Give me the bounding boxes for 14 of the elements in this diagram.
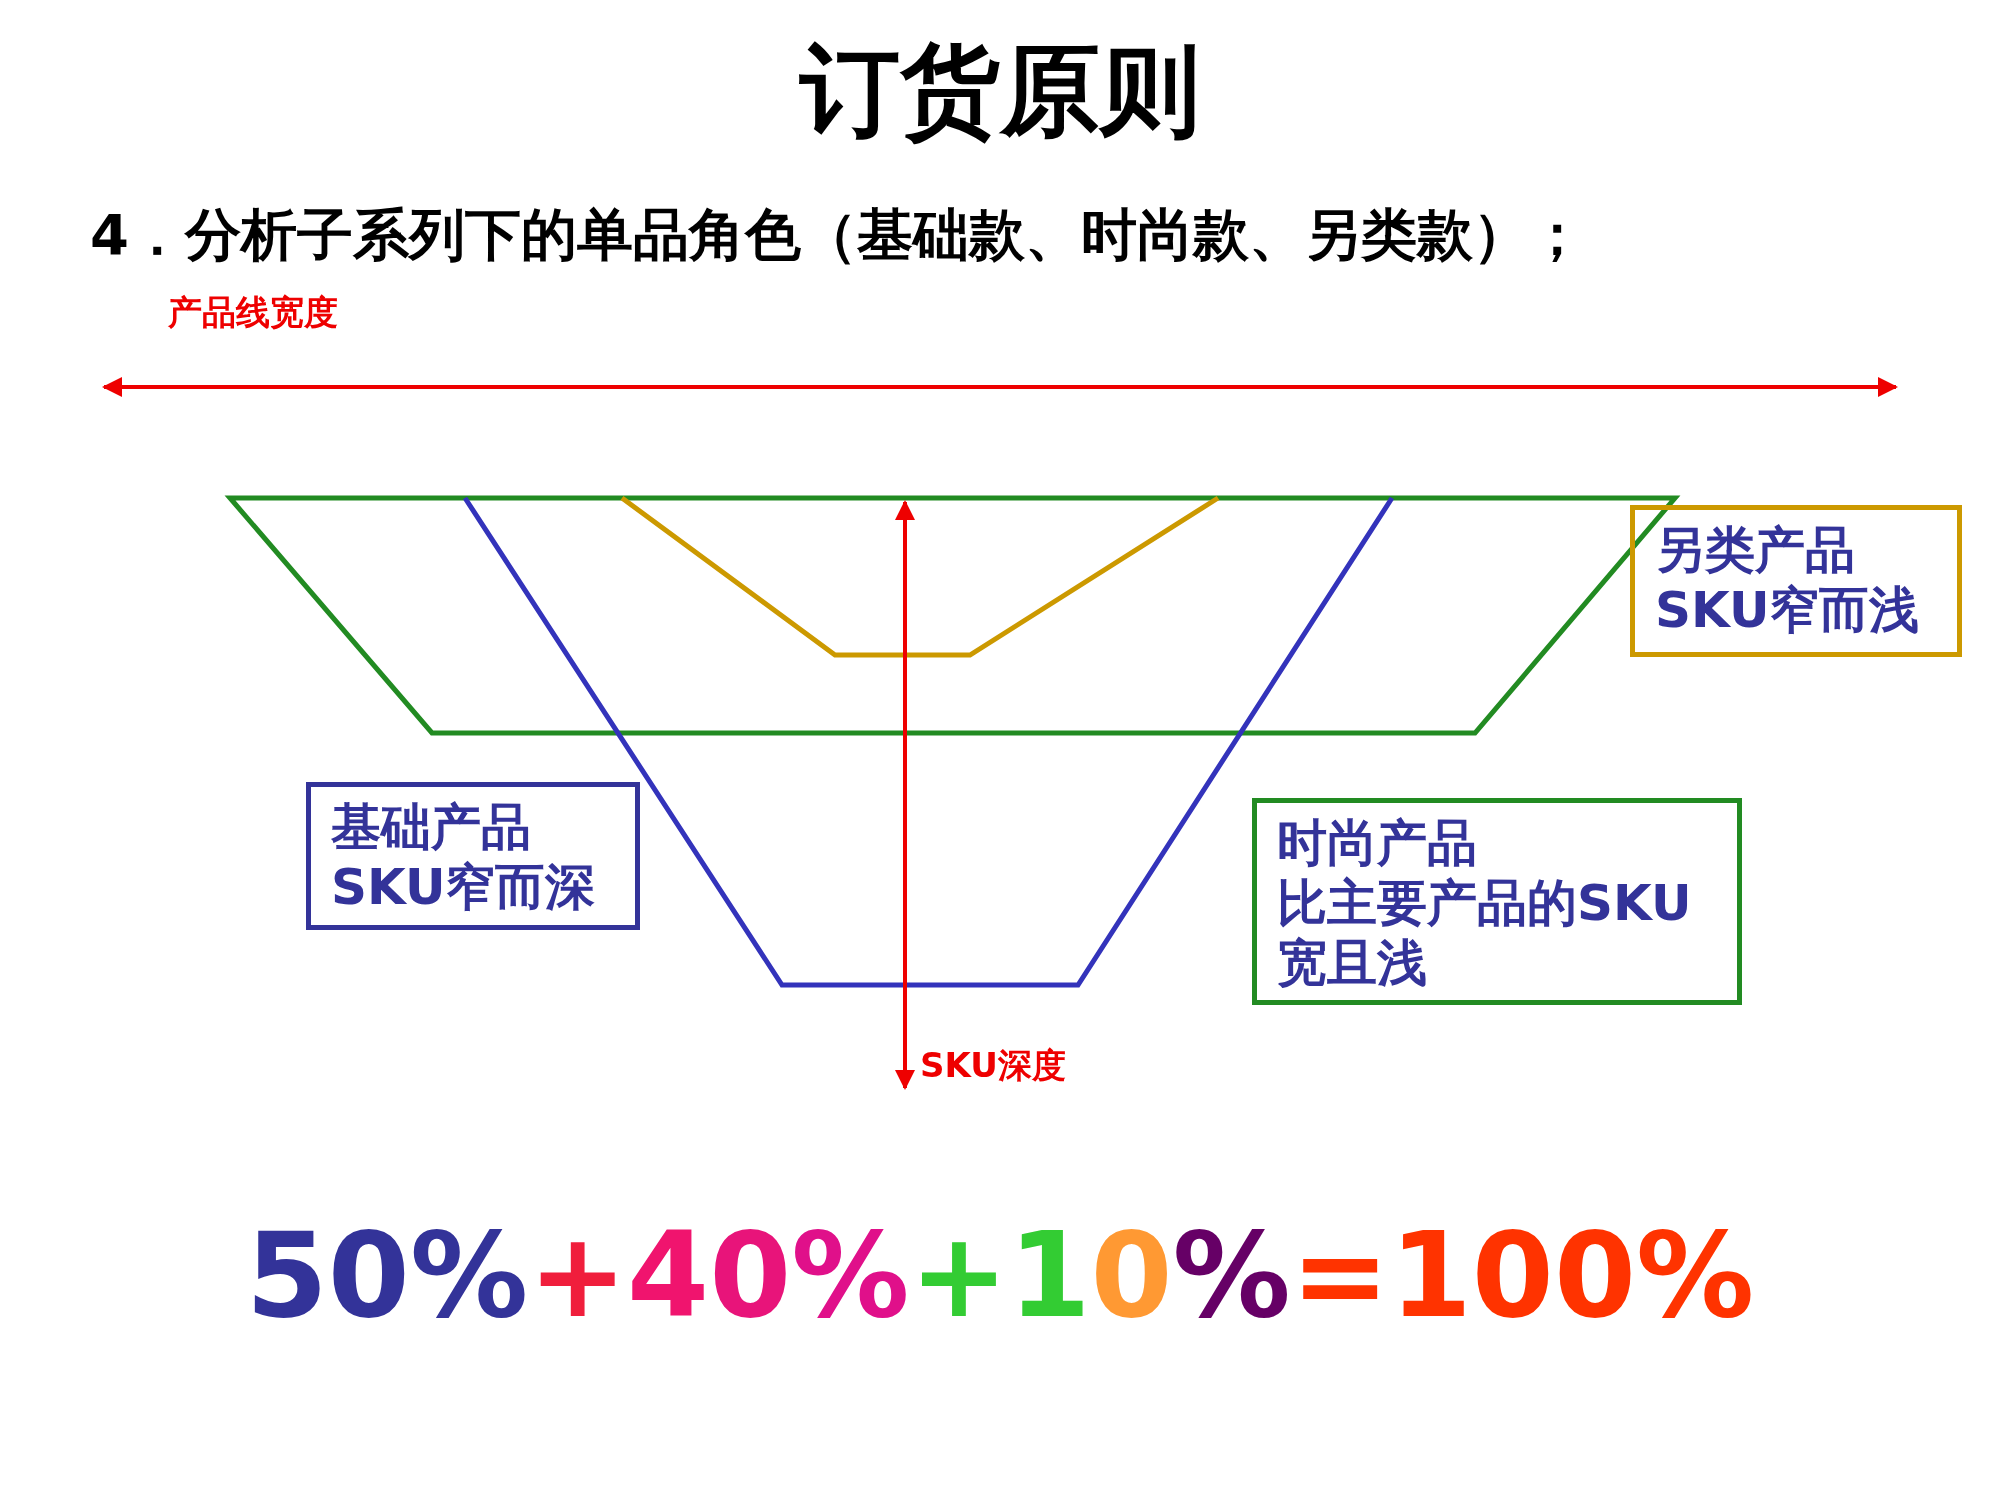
title: 订货原则: [798, 30, 1201, 150]
label-box: [306, 782, 640, 930]
box-text: 比主要产品的SKU宽且浅: [1277, 873, 1693, 993]
box-heading: 时尚产品: [1277, 813, 1478, 873]
axis-label: SKU深度: [920, 1045, 1066, 1085]
box-text: SKU窄而深: [331, 857, 597, 917]
box-heading: 基础产品: [331, 797, 532, 857]
axis-label: 产品线宽度: [168, 292, 338, 332]
label-box: [1252, 798, 1742, 1005]
box-text: SKU窄而浅: [1655, 580, 1921, 640]
label-box: [1630, 505, 1962, 657]
formula: 50%+40%+10%=100%: [244, 1205, 1756, 1345]
box-heading: 另类产品: [1655, 520, 1856, 580]
subtitle: 4．分析子系列下的单品角色（基础款、时尚款、另类款）；: [90, 201, 1585, 269]
